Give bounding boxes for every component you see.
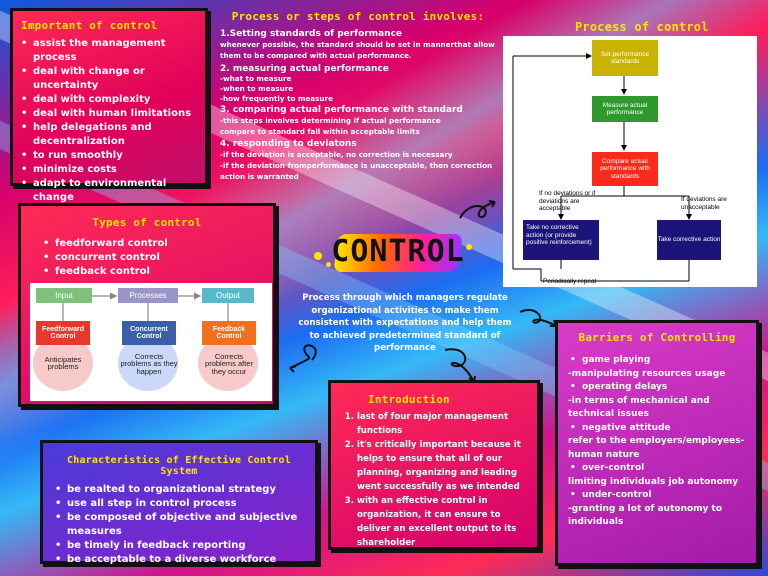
barrier-detail: -granting a lot of autonomy to individua… (568, 503, 723, 528)
processes-box: Processes (118, 288, 178, 303)
bullet-icon: • (570, 355, 576, 365)
control-word: CONTROL (331, 234, 465, 269)
important-card: Important of control assist the manageme… (10, 8, 208, 203)
flowchart-lines (512, 53, 692, 282)
types-title: Types of control (92, 216, 202, 229)
list-item: help delegations and decentralization (21, 121, 197, 149)
list-item: last of four major management functions (357, 410, 527, 438)
barrier-detail: refer to the employers/employees-human n… (568, 436, 745, 460)
repeat-label: Periodically repeat (543, 278, 597, 285)
step-2-line: -how frequently to measure (220, 94, 333, 103)
step-1-heading: 1.Setting standards of performance (220, 29, 403, 39)
list-item: minimize costs (21, 163, 197, 177)
control-dot (314, 252, 322, 260)
characteristics-card: Characteristics of Effective Control Sys… (40, 440, 318, 567)
barrier-heading-text: operating delays (582, 382, 668, 392)
list-item: assist the management process (21, 37, 197, 65)
concurrent-desc: Corrects problems as they happen (120, 351, 178, 376)
barrier-heading: • over-control (568, 462, 746, 476)
barriers-list: • game playing -manipulating resources usa… (568, 354, 746, 530)
list-item: be timely in feedback reporting (55, 539, 305, 553)
barrier-heading: • game playing (568, 354, 746, 368)
take-no-action-box: Take no corrective action (or provide po… (523, 220, 599, 260)
step-4-line: -if the deviation is acceptable, no corr… (220, 150, 453, 159)
step-4-line: -if the deviation fromperformance is una… (220, 161, 493, 181)
take-action-box: Take corrective action (657, 220, 721, 260)
steps-title: Process or steps of control involves: (231, 10, 485, 23)
characteristics-title: Characteristics of Effective Control Sys… (67, 455, 291, 477)
bullet-icon: • (570, 382, 576, 392)
list-item: to run smoothly (21, 149, 197, 163)
list-item: feedback control (43, 265, 259, 279)
barrier-detail: -manipulating resources usage (568, 368, 726, 379)
important-list: assist the management process deal with … (21, 37, 197, 205)
feedback-box: Feedback Control (202, 321, 256, 345)
step-3-line: -this steps involves determining if actu… (220, 116, 441, 125)
list-item: feedforward control (43, 237, 259, 251)
important-title: Important of control (21, 19, 158, 32)
step-2-line: -what to measure (220, 74, 292, 83)
barriers-card: Barriers of Controlling • game playing -ma… (555, 320, 759, 566)
compare-box: Compare actual performance with standard… (592, 152, 658, 186)
barrier-heading: • negative attitude (568, 422, 746, 436)
control-badge: CONTROL (314, 226, 472, 282)
concurrent-box: Concurrent Control (122, 321, 176, 345)
deviation-label: If deviations are unacceptable (681, 196, 727, 211)
output-box: Output (202, 288, 254, 303)
control-dot (326, 262, 331, 267)
list-item: deal with complexity (21, 93, 197, 107)
steps-block: Process or steps of control involves: 1.… (220, 10, 496, 196)
barrier-heading-text: negative attitude (582, 422, 671, 433)
types-list: feedforward control concurrent control f… (43, 237, 259, 279)
list-item: be realted to organizational strategy (55, 483, 305, 497)
intro-list: last of four major management functions … (343, 410, 527, 550)
step-3-line: compare to standard fall within acceptab… (220, 127, 420, 136)
intro-card: Introduction last of four major manageme… (328, 380, 540, 550)
bullet-icon: • (570, 490, 576, 500)
feedforward-desc: Anticipates problems (44, 354, 82, 371)
list-item: use all step in control process (55, 497, 305, 511)
barrier-heading-text: under-control (582, 490, 652, 500)
control-dot (466, 244, 472, 250)
characteristics-list: be realted to organizational strategy us… (55, 483, 305, 567)
set-standards-box: Set performance standards (592, 40, 658, 76)
measure-box: Measure actual performance (592, 96, 658, 122)
step-1-body: whenever possible, the standard should b… (220, 40, 495, 60)
bullet-icon: • (570, 422, 576, 433)
step-4-heading: 4. responding to deviatons (220, 139, 357, 149)
barrier-heading: • under-control (568, 489, 746, 503)
input-box: Input (36, 288, 92, 303)
step-2-heading: 2. measuring actual performance (220, 64, 389, 74)
feedforward-box: Feedforward Control (36, 321, 90, 345)
barrier-detail: limiting individuals job autonomy (568, 476, 739, 487)
process-flowchart: Set performance standards Measure actual… (503, 36, 757, 287)
list-item: be acceptable to a diverse workforce (55, 553, 305, 567)
definition-text: Process through which managers regulate … (298, 293, 512, 353)
barrier-heading: • operating delays (568, 381, 746, 395)
list-item: deal with human limitations (21, 107, 197, 121)
barrier-heading-text: over-control (582, 463, 645, 473)
list-item: adapt to environmental change (21, 177, 197, 205)
process-title: Process of control (575, 20, 709, 34)
types-diagram-lines (33, 292, 258, 391)
list-item: concurrent control (43, 251, 259, 265)
list-item: it's critically important because it hel… (357, 438, 527, 494)
list-item: be composed of objective and subjective … (55, 511, 305, 539)
list-item: deal with change or uncertainty (21, 65, 197, 93)
types-diagram: Input Processes Output Feedforward Contr… (30, 283, 272, 401)
step-3-heading: 3. comparing actual performance with sta… (220, 105, 463, 115)
feedback-desc: Corrects problems after they occur (205, 351, 253, 376)
intro-title: Introduction (368, 393, 450, 406)
barrier-heading-text: game playing (582, 355, 651, 365)
barrier-detail: -in terms of mechanical and technical is… (568, 395, 710, 420)
step-2-line: -when to measure (220, 84, 294, 93)
barriers-title: Barriers of Controlling (578, 331, 736, 344)
no-deviation-label: If no deviations or if deviations are ac… (539, 190, 596, 212)
bullet-icon: • (570, 463, 576, 473)
list-item: with an effective control in organizatio… (357, 494, 527, 550)
